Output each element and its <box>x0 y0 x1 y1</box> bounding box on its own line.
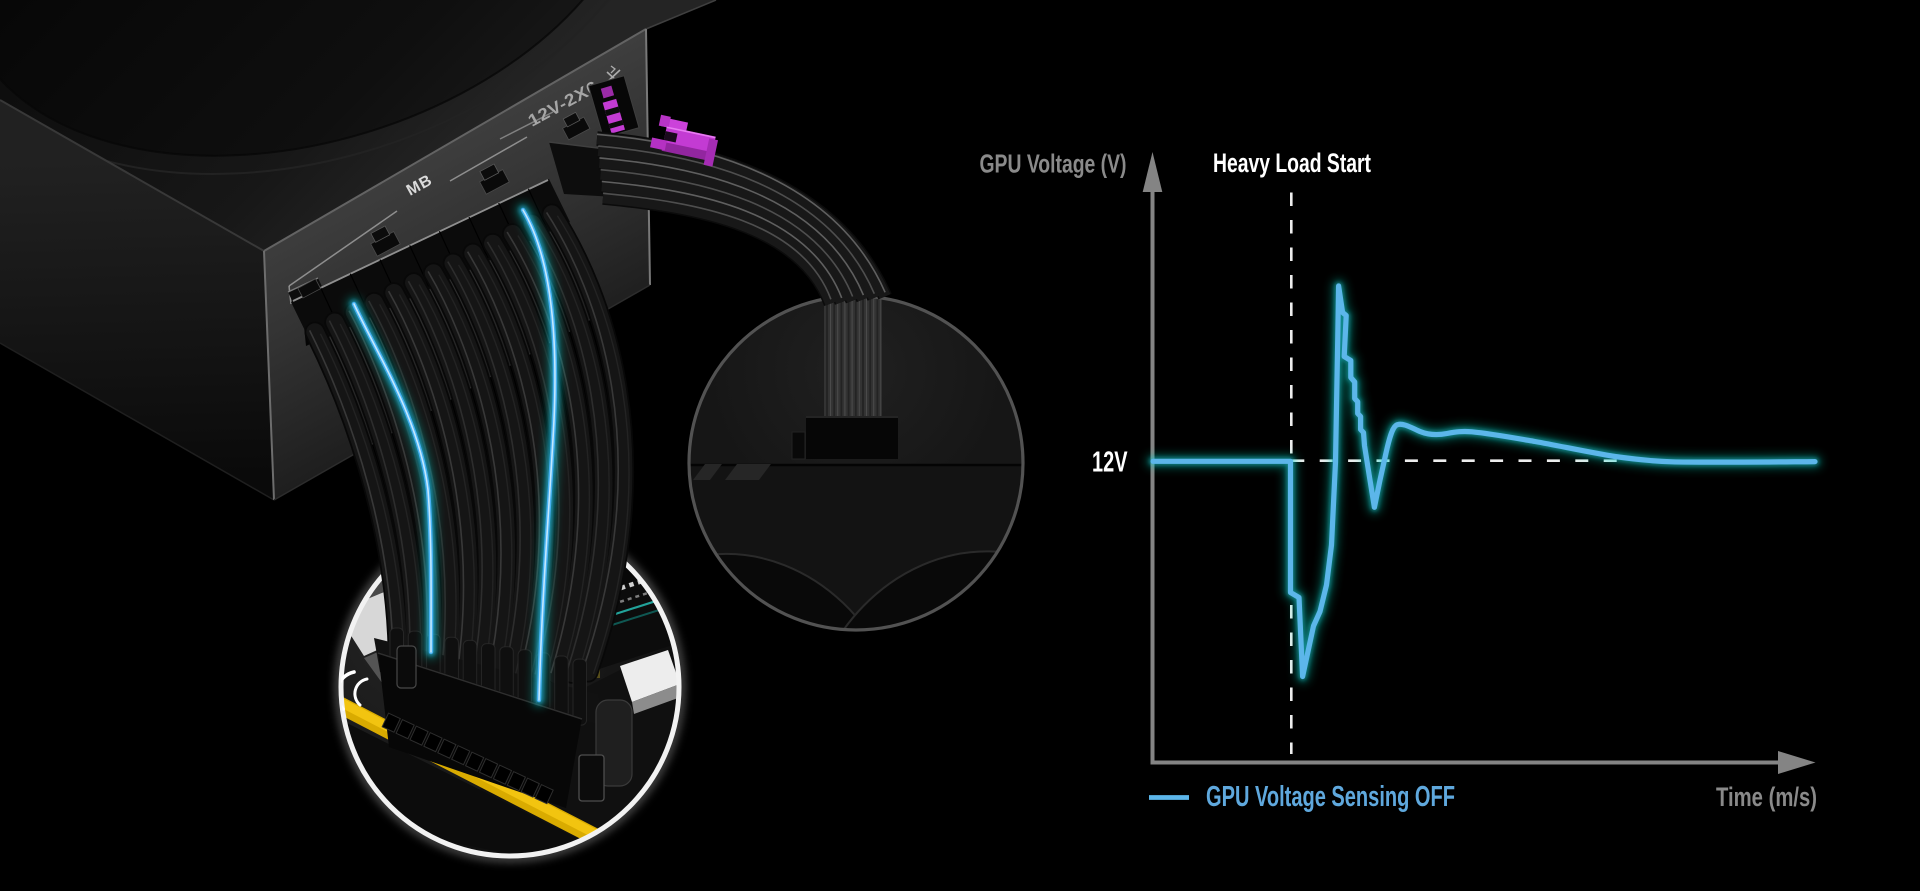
svg-text:GPU Voltage Sensing OFF: GPU Voltage Sensing OFF <box>1206 781 1455 813</box>
svg-text:Heavy Load Start: Heavy Load Start <box>1213 148 1371 178</box>
svg-text:Time (m/s): Time (m/s) <box>1716 782 1817 812</box>
svg-text:12V: 12V <box>1092 447 1128 479</box>
svg-text:GPU Voltage (V): GPU Voltage (V) <box>980 149 1127 179</box>
